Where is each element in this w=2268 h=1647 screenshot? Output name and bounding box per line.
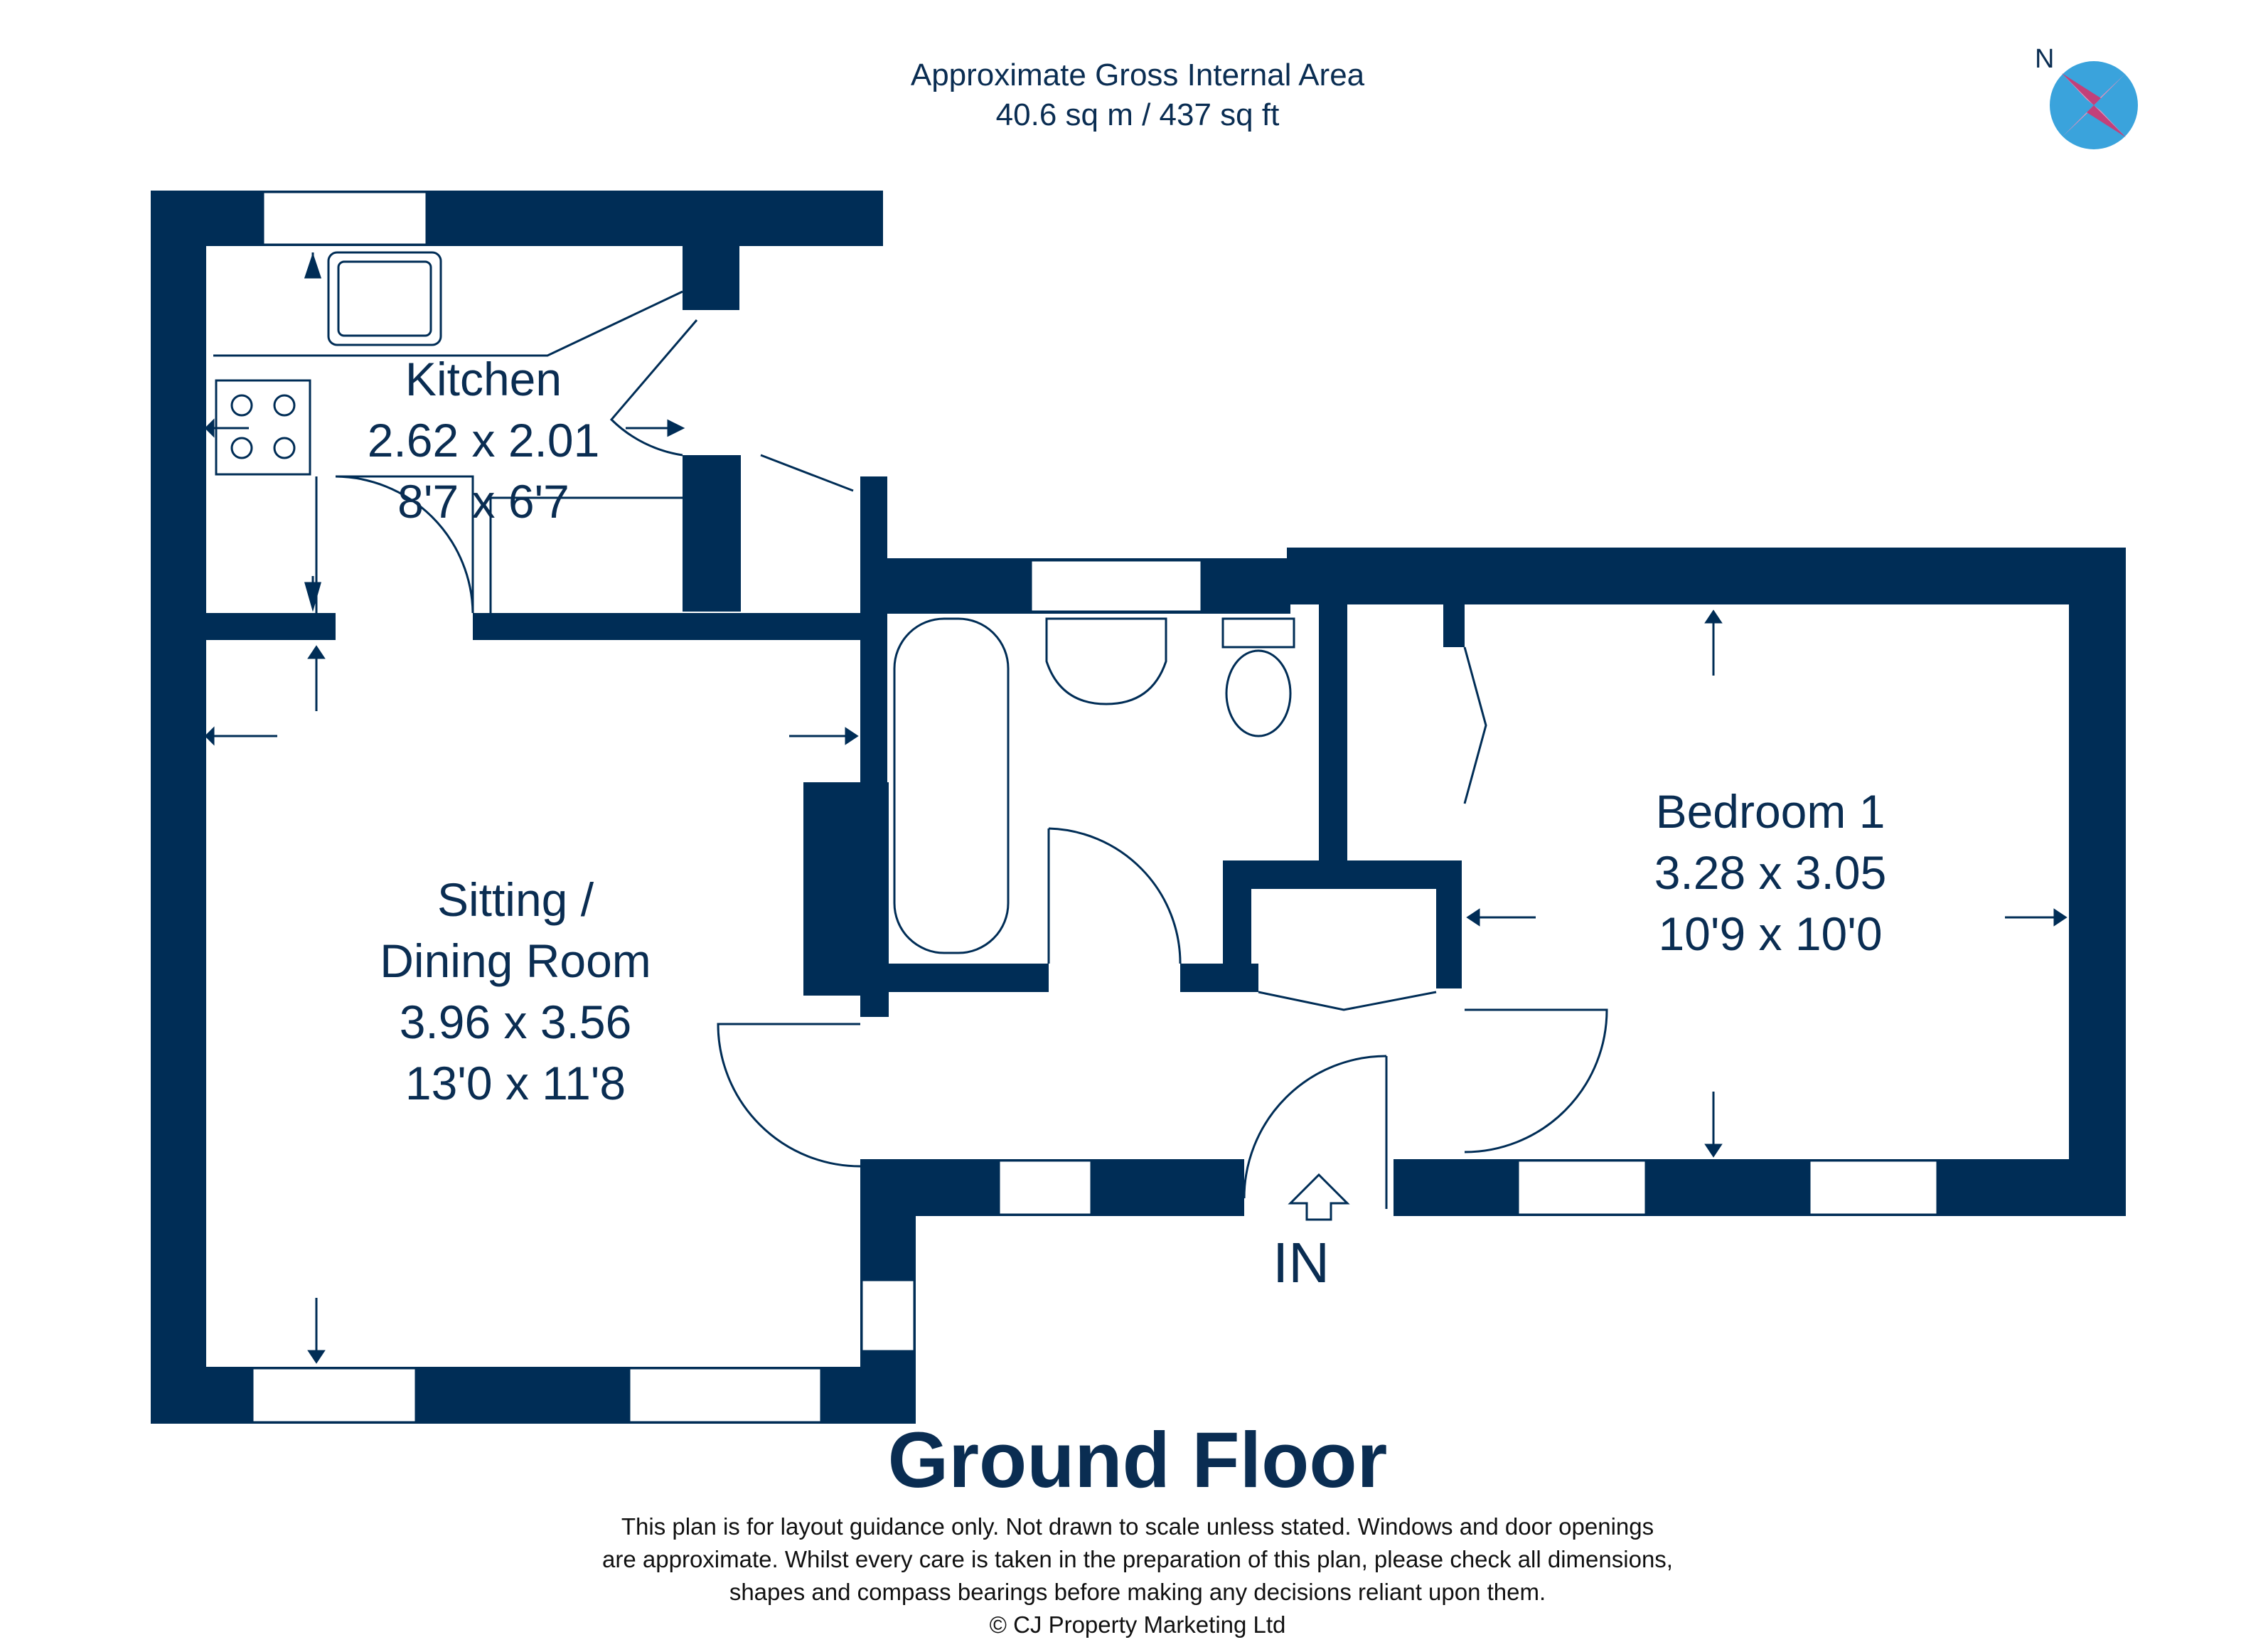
bedroom-metric: 3.28 x 3.05 (1654, 846, 1887, 899)
kitchen-imperial: 8'7 x 6'7 (397, 475, 569, 528)
area-value: 40.6 sq m / 437 sq ft (995, 97, 1280, 132)
doors (335, 319, 1608, 1209)
disclaimer-line: shapes and compass bearings before makin… (729, 1579, 1546, 1605)
bedroom-name: Bedroom 1 (1655, 785, 1885, 838)
compass-north-label: N (2035, 44, 2055, 74)
kitchen-name: Kitchen (405, 353, 562, 405)
sitting-imperial: 13'0 x 11'8 (405, 1057, 626, 1109)
sitting-metric: 3.96 x 3.56 (399, 996, 632, 1048)
disclaimer: This plan is for layout guidance only. N… (355, 1510, 1920, 1641)
area-title: Approximate Gross Internal Area (910, 58, 1365, 92)
bedroom-label: Bedroom 1 3.28 x 3.05 10'9 x 10'0 (1578, 781, 1962, 964)
kitchen-label: Kitchen 2.62 x 2.01 8'7 x 6'7 (306, 348, 661, 532)
floor-title: Ground Floor (887, 1417, 1388, 1504)
copyright: © CJ Property Marketing Ltd (989, 1611, 1286, 1638)
entrance-label: IN (1273, 1231, 1330, 1294)
compass (2050, 61, 2138, 149)
bedroom-imperial: 10'9 x 10'0 (1658, 907, 1883, 960)
sitting-name-line2: Dining Room (380, 934, 651, 987)
disclaimer-line: This plan is for layout guidance only. N… (621, 1513, 1654, 1540)
kitchen-metric: 2.62 x 2.01 (367, 414, 600, 467)
windows (251, 191, 1939, 1424)
area-header: Approximate Gross Internal Area 40.6 sq … (711, 55, 1564, 135)
sitting-name-line1: Sitting / (437, 873, 594, 926)
sitting-room-label: Sitting / Dining Room 3.96 x 3.56 13'0 x… (320, 869, 711, 1114)
dimension-arrows (204, 252, 2068, 1364)
disclaimer-line: are approximate. Whilst every care is ta… (602, 1546, 1673, 1572)
